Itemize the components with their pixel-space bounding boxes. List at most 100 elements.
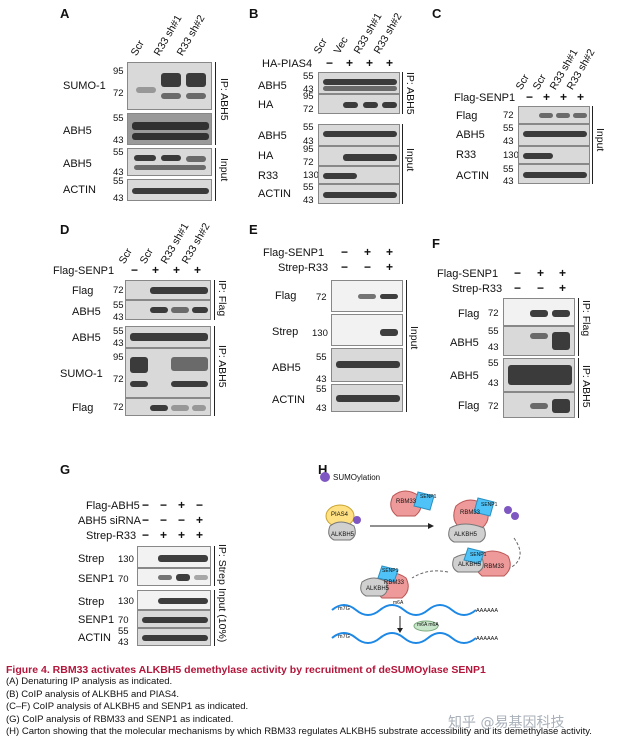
treatment-sign: + <box>194 263 202 277</box>
mw-marker: 72 <box>316 292 327 303</box>
blot-strep-input <box>137 590 211 610</box>
row-label: ABH5 <box>72 332 101 344</box>
bracket <box>215 62 216 145</box>
mw-marker: 72 <box>113 402 124 413</box>
bracket <box>214 280 215 320</box>
mw-marker: 43 <box>113 193 124 204</box>
h-label: SENP1 <box>481 502 498 508</box>
bracket <box>214 326 215 416</box>
blot-flag-ip <box>503 298 575 326</box>
blot-ha-ip <box>318 94 400 114</box>
row-label: SENP1 <box>78 573 115 585</box>
row-label: HA <box>258 99 274 111</box>
group-label: IP: ABH5 <box>218 78 230 121</box>
row-label: Flag <box>456 110 478 122</box>
treatment-label: Flag-SENP1 <box>454 92 516 104</box>
mechanism-cartoon <box>325 490 521 644</box>
group-label: Input <box>218 158 230 182</box>
mw-marker: 55 <box>316 384 327 395</box>
row-label: SENP1 <box>78 614 115 626</box>
mw-marker: 43 <box>113 135 124 146</box>
mw-marker: 130 <box>303 170 319 181</box>
treatment-sign: − <box>178 513 186 527</box>
bracket <box>578 298 579 356</box>
row-label: HA <box>258 150 274 162</box>
blot-abh5-ip <box>127 113 212 145</box>
blot-actin <box>137 628 211 646</box>
row-label: ABH5 <box>258 130 287 142</box>
group-label: Input <box>404 148 416 172</box>
h-label: ALKBH5 <box>366 586 390 592</box>
treatment-label: Strep-R33 <box>452 283 503 295</box>
group-label: IP: ABH5 <box>404 72 416 115</box>
treatment-sign: + <box>537 266 545 280</box>
h-label: RBM33 <box>484 564 505 570</box>
mw-marker: 43 <box>303 136 314 147</box>
blot-sumo1 <box>125 348 211 398</box>
mw-marker: 43 <box>488 342 499 353</box>
row-label: R33 <box>456 149 477 161</box>
treatment-sign: − <box>160 498 168 512</box>
mw-marker: 130 <box>118 554 134 565</box>
mw-marker: 43 <box>316 374 327 385</box>
mw-marker: 72 <box>113 285 124 296</box>
mw-marker: 72 <box>303 157 314 168</box>
legend-label: SUMOylation <box>333 472 381 482</box>
row-label: Flag <box>72 285 94 297</box>
caption-line: (H) Carton showing that the molecular me… <box>6 726 592 738</box>
mw-marker: 72 <box>503 110 514 121</box>
h-label: m6A m6A <box>417 622 439 628</box>
row-label: Flag <box>275 290 297 302</box>
blot-abh5 <box>518 124 590 146</box>
treatment-sign: − <box>364 260 372 274</box>
mw-marker: 55 <box>113 147 124 158</box>
group-label: IP: Flag <box>580 300 592 337</box>
complex-4 <box>452 547 511 577</box>
blot-ha-input <box>318 146 400 166</box>
caption-line: (G) CoIP analysis of RBM33 and SENP1 as … <box>6 713 234 725</box>
mw-marker: 95 <box>113 66 124 77</box>
blot-flag <box>518 106 590 124</box>
treatment-sign: − <box>142 498 150 512</box>
row-label: ACTIN <box>63 184 96 196</box>
figure-caption: Figure 4. RBM33 activates ALKBH5 demethy… <box>6 664 616 739</box>
mw-marker: 43 <box>488 378 499 389</box>
mw-marker: 43 <box>118 637 129 648</box>
mw-marker: 72 <box>488 401 499 412</box>
panel-letter: C <box>432 6 442 21</box>
mw-marker: 72 <box>113 374 124 385</box>
h-label: PIAS4 <box>331 512 349 518</box>
h-label: RBM33 <box>384 580 405 586</box>
blot-abh5-ip-flag <box>125 300 211 320</box>
blot-abh5 <box>331 348 403 382</box>
h-label: SENP1 <box>382 568 399 574</box>
h-label: m6A <box>393 600 404 606</box>
mw-marker: 55 <box>118 626 129 637</box>
mw-marker: 95 <box>303 144 314 155</box>
caption-title: Figure 4. RBM33 activates ALKBH5 demethy… <box>6 664 486 676</box>
h-label: SENP1 <box>470 552 487 558</box>
mw-marker: 43 <box>113 312 124 323</box>
mw-marker: 43 <box>113 338 124 349</box>
group-label: IP: ABH5 <box>216 345 228 388</box>
mw-marker: 130 <box>312 328 328 339</box>
blot-flag-ip-abh5 <box>503 392 575 418</box>
panel-letter: B <box>249 6 259 21</box>
row-label: Flag <box>458 400 480 412</box>
row-label: Strep <box>78 553 105 565</box>
group-label: Input <box>594 128 606 152</box>
row-label: Strep <box>78 596 105 608</box>
treatment-label: Strep-R33 <box>278 262 329 274</box>
blot-abh5-ip <box>318 72 400 94</box>
h-label: AAAAAA <box>476 636 499 642</box>
treatment-sign: − <box>142 513 150 527</box>
blot-actin <box>127 179 212 201</box>
blot-r33 <box>318 166 400 184</box>
blot-abh5-input <box>127 148 212 176</box>
treatment-sign: + <box>559 266 567 280</box>
row-label: ACTIN <box>456 170 489 182</box>
treatment-sign: + <box>160 528 168 542</box>
treatment-sign: − <box>196 498 204 512</box>
mw-marker: 55 <box>113 300 124 311</box>
treatment-sign: + <box>196 528 204 542</box>
